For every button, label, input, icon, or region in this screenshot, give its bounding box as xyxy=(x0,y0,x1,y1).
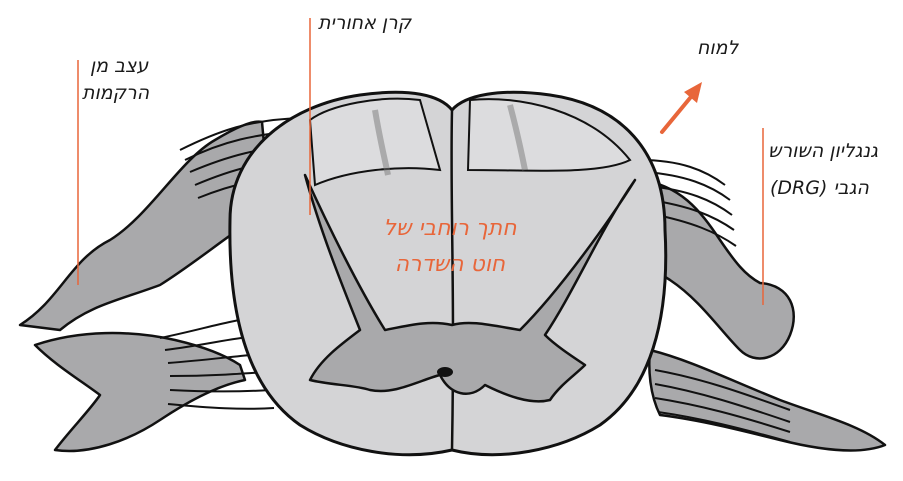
ganglion-label-line1: גנגליון השורש xyxy=(768,138,878,164)
central-canal xyxy=(437,367,453,377)
to-brain-label: למוח xyxy=(697,35,738,61)
ganglion-label-line2: הגבי (DRG) xyxy=(770,175,869,201)
cross-section-label-line1: חתך רוחבי של xyxy=(360,214,540,244)
cross-section-label-line2: חוט השדרה xyxy=(360,250,540,280)
dorsal-horn-label: קרן אחורית xyxy=(318,10,411,36)
to-brain-arrow-icon xyxy=(662,82,702,132)
tissue-nerve-label-line1: עצב מן xyxy=(90,53,148,79)
tissue-nerve-label-line2: הרקמות xyxy=(82,80,149,106)
right-nerve-bundle xyxy=(635,180,885,450)
